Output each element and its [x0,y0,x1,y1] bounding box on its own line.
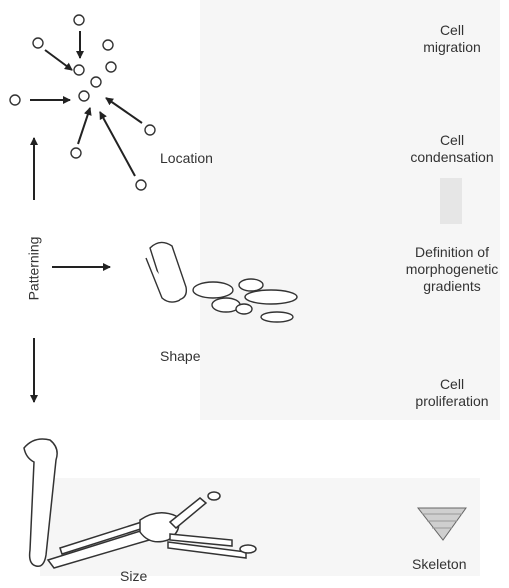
step-cell-condensation: Cell condensation [400,132,504,166]
step-line: Definition of [400,244,504,261]
step-line: proliferation [400,393,504,410]
arrow [100,112,135,176]
condensation-gradient [440,178,462,224]
digit [236,304,252,314]
cell [79,91,89,101]
step-line: Cell [400,22,504,39]
cell [91,77,101,87]
limb-skeleton [24,439,256,568]
cell [106,62,116,72]
cell [74,15,84,25]
skeleton-funnel-icon [418,508,466,540]
arrow [78,108,90,144]
patterning-label: Patterning [26,224,43,314]
limb-cartilage [146,242,297,322]
cell [103,40,113,50]
cell [33,38,43,48]
step-line: gradients [400,278,504,295]
migration-arrows [30,31,142,176]
metacarpal [245,290,297,304]
femur [24,439,57,566]
step-cell-migration: Cell migration [400,22,504,56]
digit [261,312,293,322]
location-label: Location [160,150,213,167]
step-morphogenetic-gradients: Definition of morphogenetic gradients [400,244,504,295]
digit-lower [168,542,246,558]
carpal [193,282,233,298]
cell [71,148,81,158]
migrating-cells [10,15,155,190]
skeleton-label: Skeleton [412,556,466,573]
step-line: migration [400,39,504,56]
step-line: condensation [400,149,504,166]
arrow [106,98,142,123]
digit-upper [170,498,206,528]
patterning-arrows [34,138,110,402]
arrow [45,50,72,70]
cell [10,95,20,105]
carpal [239,279,263,291]
step-cell-proliferation: Cell proliferation [400,376,504,410]
phalanx [208,492,220,500]
phalanx [240,545,256,553]
shape-label: Shape [160,348,200,365]
cell [136,180,146,190]
size-label: Size [120,568,147,585]
cell [145,125,155,135]
step-line: morphogenetic [400,261,504,278]
step-line: Cell [400,376,504,393]
cell [74,65,84,75]
step-line: Cell [400,132,504,149]
